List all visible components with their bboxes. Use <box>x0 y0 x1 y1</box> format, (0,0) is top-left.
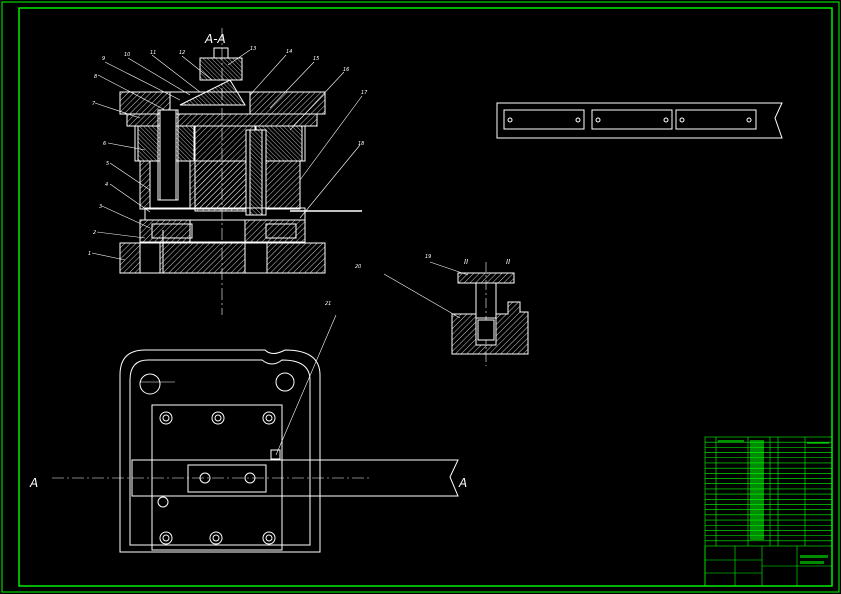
part-number-labels: 1 2 3 4 5 6 7 8 9 10 11 12 13 14 15 16 1… <box>88 46 431 307</box>
section-title: A-A <box>204 32 226 46</box>
part-label-8: 8 <box>94 74 97 80</box>
section-marker-left: A <box>29 476 38 490</box>
part-label-1: 1 <box>88 251 91 257</box>
section-marker-right: A <box>458 476 467 490</box>
part-label-11: 11 <box>150 50 156 56</box>
part-label-16: 16 <box>343 67 349 73</box>
part-label-17: 17 <box>361 90 368 96</box>
title-block <box>704 436 833 587</box>
detail-view-ii: II II <box>383 258 529 366</box>
title-block-fill <box>718 440 829 564</box>
parts-list-rows <box>705 441 832 542</box>
detail-marker-right: II <box>506 258 510 266</box>
part-label-20: 20 <box>355 264 361 270</box>
part-label-10: 10 <box>124 52 130 58</box>
part-label-6: 6 <box>103 141 106 147</box>
plan-view <box>52 314 459 553</box>
part-label-18: 18 <box>358 141 364 147</box>
part-label-13: 13 <box>250 46 256 52</box>
part-label-9: 9 <box>102 56 105 62</box>
part-label-14: 14 <box>286 49 292 55</box>
section-view-a-a: A-A <box>91 28 363 315</box>
part-label-7: 7 <box>92 101 96 107</box>
part-label-5: 5 <box>106 161 109 167</box>
detail-marker-left: II <box>464 258 468 266</box>
part-label-12: 12 <box>179 50 185 56</box>
part-label-19: 19 <box>425 254 431 260</box>
part-label-15: 15 <box>313 56 319 62</box>
part-label-21: 21 <box>325 301 331 307</box>
part-label-3: 3 <box>99 204 102 210</box>
part-label-2: 2 <box>93 230 96 236</box>
strip-layout-view <box>496 102 783 139</box>
part-label-4: 4 <box>105 182 108 188</box>
